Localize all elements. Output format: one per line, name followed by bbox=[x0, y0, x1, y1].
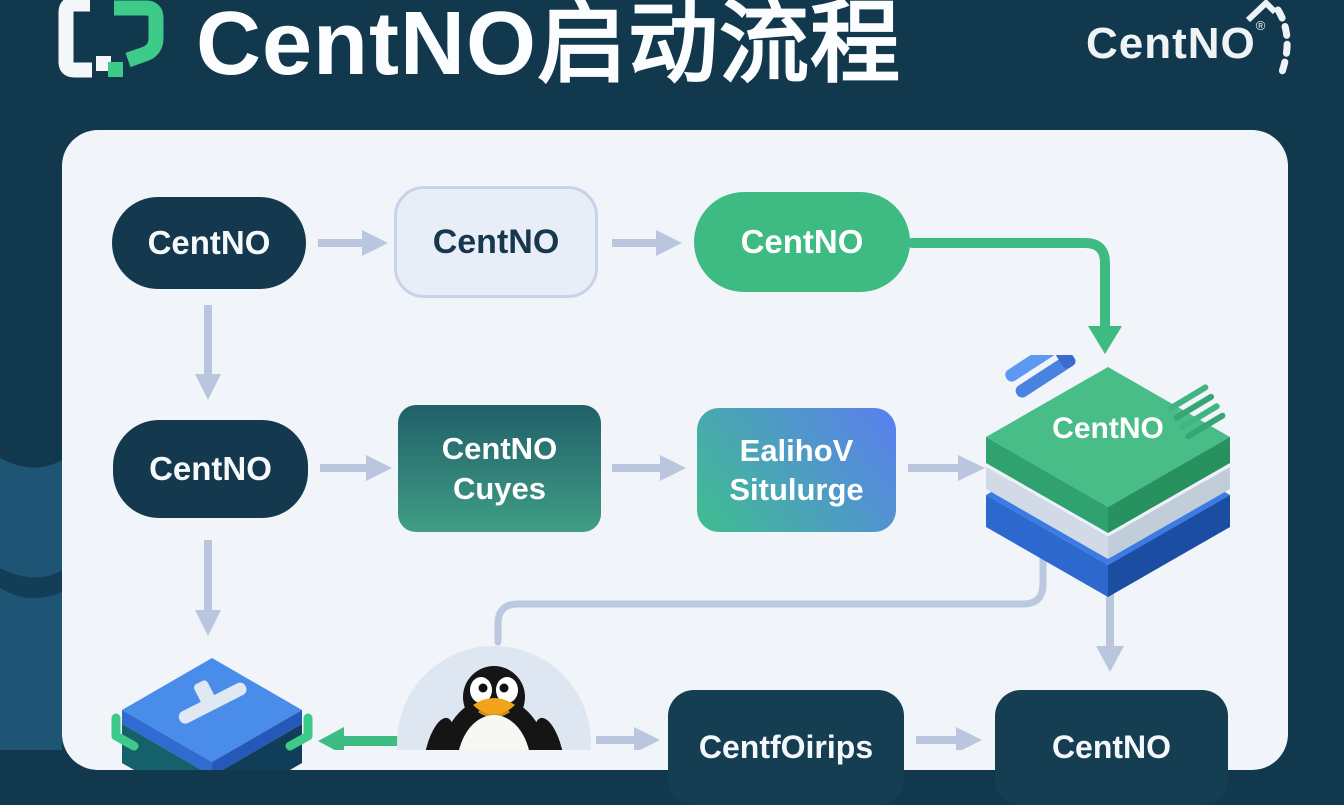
flow-node-row1-3: CentNO bbox=[694, 192, 910, 292]
blue-clip-icon bbox=[1005, 355, 1076, 398]
green-pin-right bbox=[285, 713, 313, 751]
flow-connectors bbox=[195, 230, 1124, 750]
page-title: CentNO启动流程 bbox=[196, 0, 901, 94]
brand-wordmark: CentNO® bbox=[1086, 18, 1266, 69]
tux-penguin-icon bbox=[397, 646, 591, 750]
flow-node-row1-1: CentNO bbox=[112, 197, 306, 289]
flow-node-row2-3-line1: EalihoV bbox=[739, 432, 854, 468]
brand-text: CentNO bbox=[1086, 19, 1256, 68]
chip-glyph bbox=[178, 680, 247, 724]
brand-swoosh-icon bbox=[1245, 0, 1291, 76]
chip-cube-icon bbox=[111, 658, 313, 770]
registered-mark: ® bbox=[1255, 18, 1267, 33]
stack-label: CentNO bbox=[1052, 412, 1164, 445]
flow-node-row2-1: CentNO bbox=[113, 420, 308, 518]
flow-node-row2-3-line2: Situlurge bbox=[729, 472, 864, 507]
elbow-connector bbox=[494, 554, 1047, 646]
arrow-left-green-icon bbox=[318, 727, 405, 750]
arrow-right-icon bbox=[318, 230, 985, 750]
flow-node-row2-2-line2: Cuyes bbox=[452, 470, 547, 506]
flow-node-bottom-2: CentNO bbox=[995, 690, 1228, 805]
centno-logo-icon bbox=[58, 0, 164, 78]
green-pin-left bbox=[111, 713, 139, 751]
stack-3d-icon bbox=[986, 355, 1230, 597]
green-pins-icon bbox=[1168, 384, 1226, 440]
arrow-green-elbow-icon bbox=[907, 238, 1122, 354]
flow-node-row1-2: CentNO bbox=[394, 186, 598, 298]
flow-node-row2-3: EalihoV Situlurge bbox=[697, 408, 896, 532]
flow-node-row2-2-line1: CentNO bbox=[441, 431, 558, 467]
flow-node-bottom-1: CentfOirips bbox=[668, 690, 904, 805]
flow-node-row2-2: CentNO Cuyes bbox=[398, 405, 601, 532]
background-wave-decor bbox=[0, 458, 62, 750]
